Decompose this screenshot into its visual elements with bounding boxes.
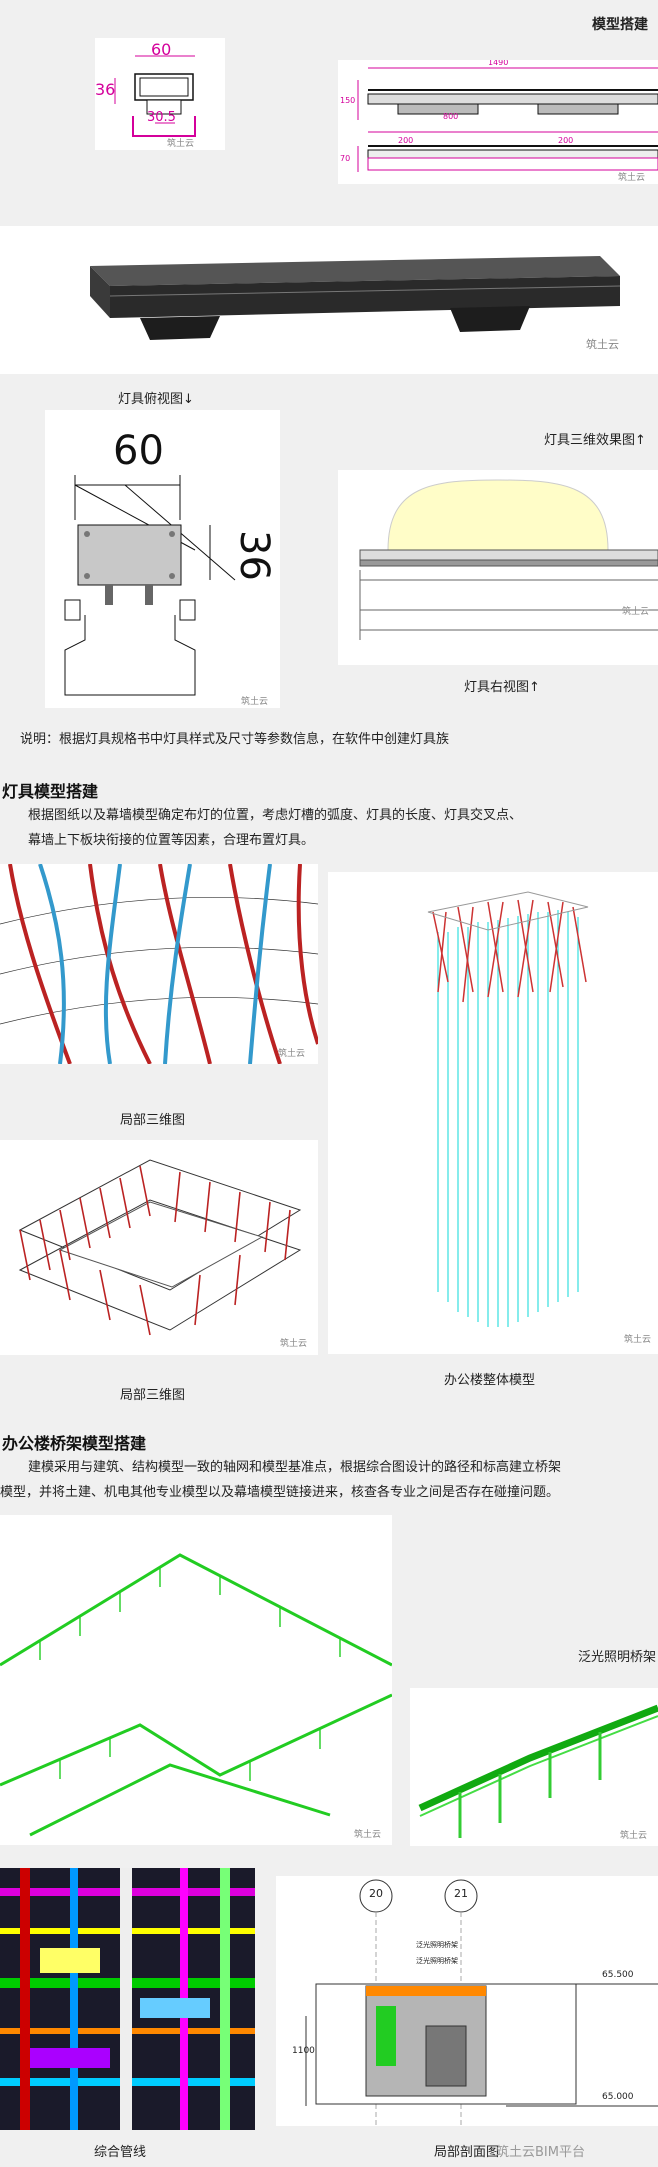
axis-label-b: 21 <box>454 1887 468 1900</box>
label-floodlight-b: 泛光照明桥架 <box>416 1957 458 1965</box>
bridge-section-title: 办公楼桥架模型搭建 <box>2 1434 147 1453</box>
dim-70: 70 <box>340 154 351 163</box>
watermark-text: 筑土云 <box>241 697 269 707</box>
caption-pipes: 综合管线 <box>94 2145 147 2160</box>
lamp-section-title: 灯具模型搭建 <box>2 782 99 801</box>
dim-1100: 1100 <box>292 2046 315 2056</box>
bridge-para-1: 建模采用与建筑、结构模型一致的轴网和模型基准点，根据综合图设计的路径和标高建立桥… <box>28 1460 562 1475</box>
dim-small-label: 30.5 <box>147 110 176 125</box>
elev-bottom: 65.000 <box>602 2092 634 2102</box>
dim-1490: 1490 <box>488 60 509 67</box>
watermark-text: 筑土云 <box>618 173 646 183</box>
lamp-para-1: 根据图纸以及幕墙模型确定布灯的位置，考虑灯槽的弧度、灯具的长度、灯具交叉点、 <box>28 808 523 823</box>
section-title-top: 模型搭建 <box>592 17 648 33</box>
dim-150: 150 <box>340 96 356 105</box>
floodlight-tray-detail: 筑土云 <box>410 1688 658 1846</box>
fixture-elevation-drawing: 1490 800 200 200 150 70 筑土云 <box>338 60 658 184</box>
dim-width-label: 60 <box>151 40 172 59</box>
dim-width-large: 60 <box>113 428 164 474</box>
fixture-3d-render: 筑土云 <box>0 226 658 374</box>
caption-local-3d-2: 局部三维图 <box>120 1388 186 1403</box>
elev-top: 65.500 <box>602 1970 634 1980</box>
fixture-right-view-drawing: 筑土云 <box>338 470 658 665</box>
fixture-note: 说明：根据灯具规格书中灯具样式及尺寸等参数信息，在软件中创建灯具族 <box>20 732 450 747</box>
dim-200-b: 200 <box>558 136 574 145</box>
dim-800: 800 <box>443 112 459 121</box>
caption-section: 局部剖面图 <box>434 2145 500 2160</box>
fixture-top-view-drawing: 60 36 筑土云 <box>45 410 280 708</box>
local-3d-view-2: 筑土云 <box>0 1140 318 1355</box>
axis-label-a: 20 <box>369 1887 383 1900</box>
watermark-text: 筑土云 <box>354 1830 382 1840</box>
watermark-text: 筑土云 <box>280 1339 308 1349</box>
caption-local-3d-1: 局部三维图 <box>120 1113 186 1128</box>
composite-pipelines-view <box>0 1868 255 2130</box>
watermark-text: 筑土云 <box>278 1049 306 1059</box>
watermark-text: 筑土云 <box>622 607 650 617</box>
dim-200-a: 200 <box>398 136 414 145</box>
bridge-para-2: 模型，并将土建、机电其他专业模型以及幕墙模型链接进来，核查各专业之间是否存在碰撞… <box>0 1485 560 1500</box>
caption-top-view: 灯具俯视图↓ <box>118 392 194 407</box>
local-3d-view-1: 筑土云 <box>0 864 318 1064</box>
caption-floodlight: 泛光照明桥架 <box>578 1650 657 1665</box>
local-section-drawing: 20 21 65.500 65.000 泛光照明桥架 泛光照明桥架 1100 <box>276 1876 658 2126</box>
overall-building-model: 筑土云 <box>328 872 658 1354</box>
footer-watermark: 筑土云BIM平台 <box>496 2145 585 2160</box>
dim-height-large: 36 <box>231 530 277 581</box>
caption-overall: 办公楼整体模型 <box>444 1373 536 1388</box>
dim-height-label: 36 <box>95 80 116 99</box>
floodlight-tray-overview: 筑土云 <box>0 1515 392 1845</box>
watermark-text: 筑土云 <box>586 338 619 351</box>
label-floodlight-a: 泛光照明桥架 <box>416 1941 458 1949</box>
caption-3d: 灯具三维效果图↑ <box>544 433 646 448</box>
caption-right-view: 灯具右视图↑ <box>464 680 540 695</box>
watermark-text: 筑土云 <box>620 1831 648 1841</box>
watermark-text: 筑土云 <box>624 1335 652 1345</box>
lamp-para-2: 幕墙上下板块衔接的位置等因素，合理布置灯具。 <box>28 833 315 848</box>
watermark-text: 筑土云 <box>167 139 195 149</box>
fixture-section-drawing: 60 36 30.5 筑土云 <box>95 38 225 150</box>
